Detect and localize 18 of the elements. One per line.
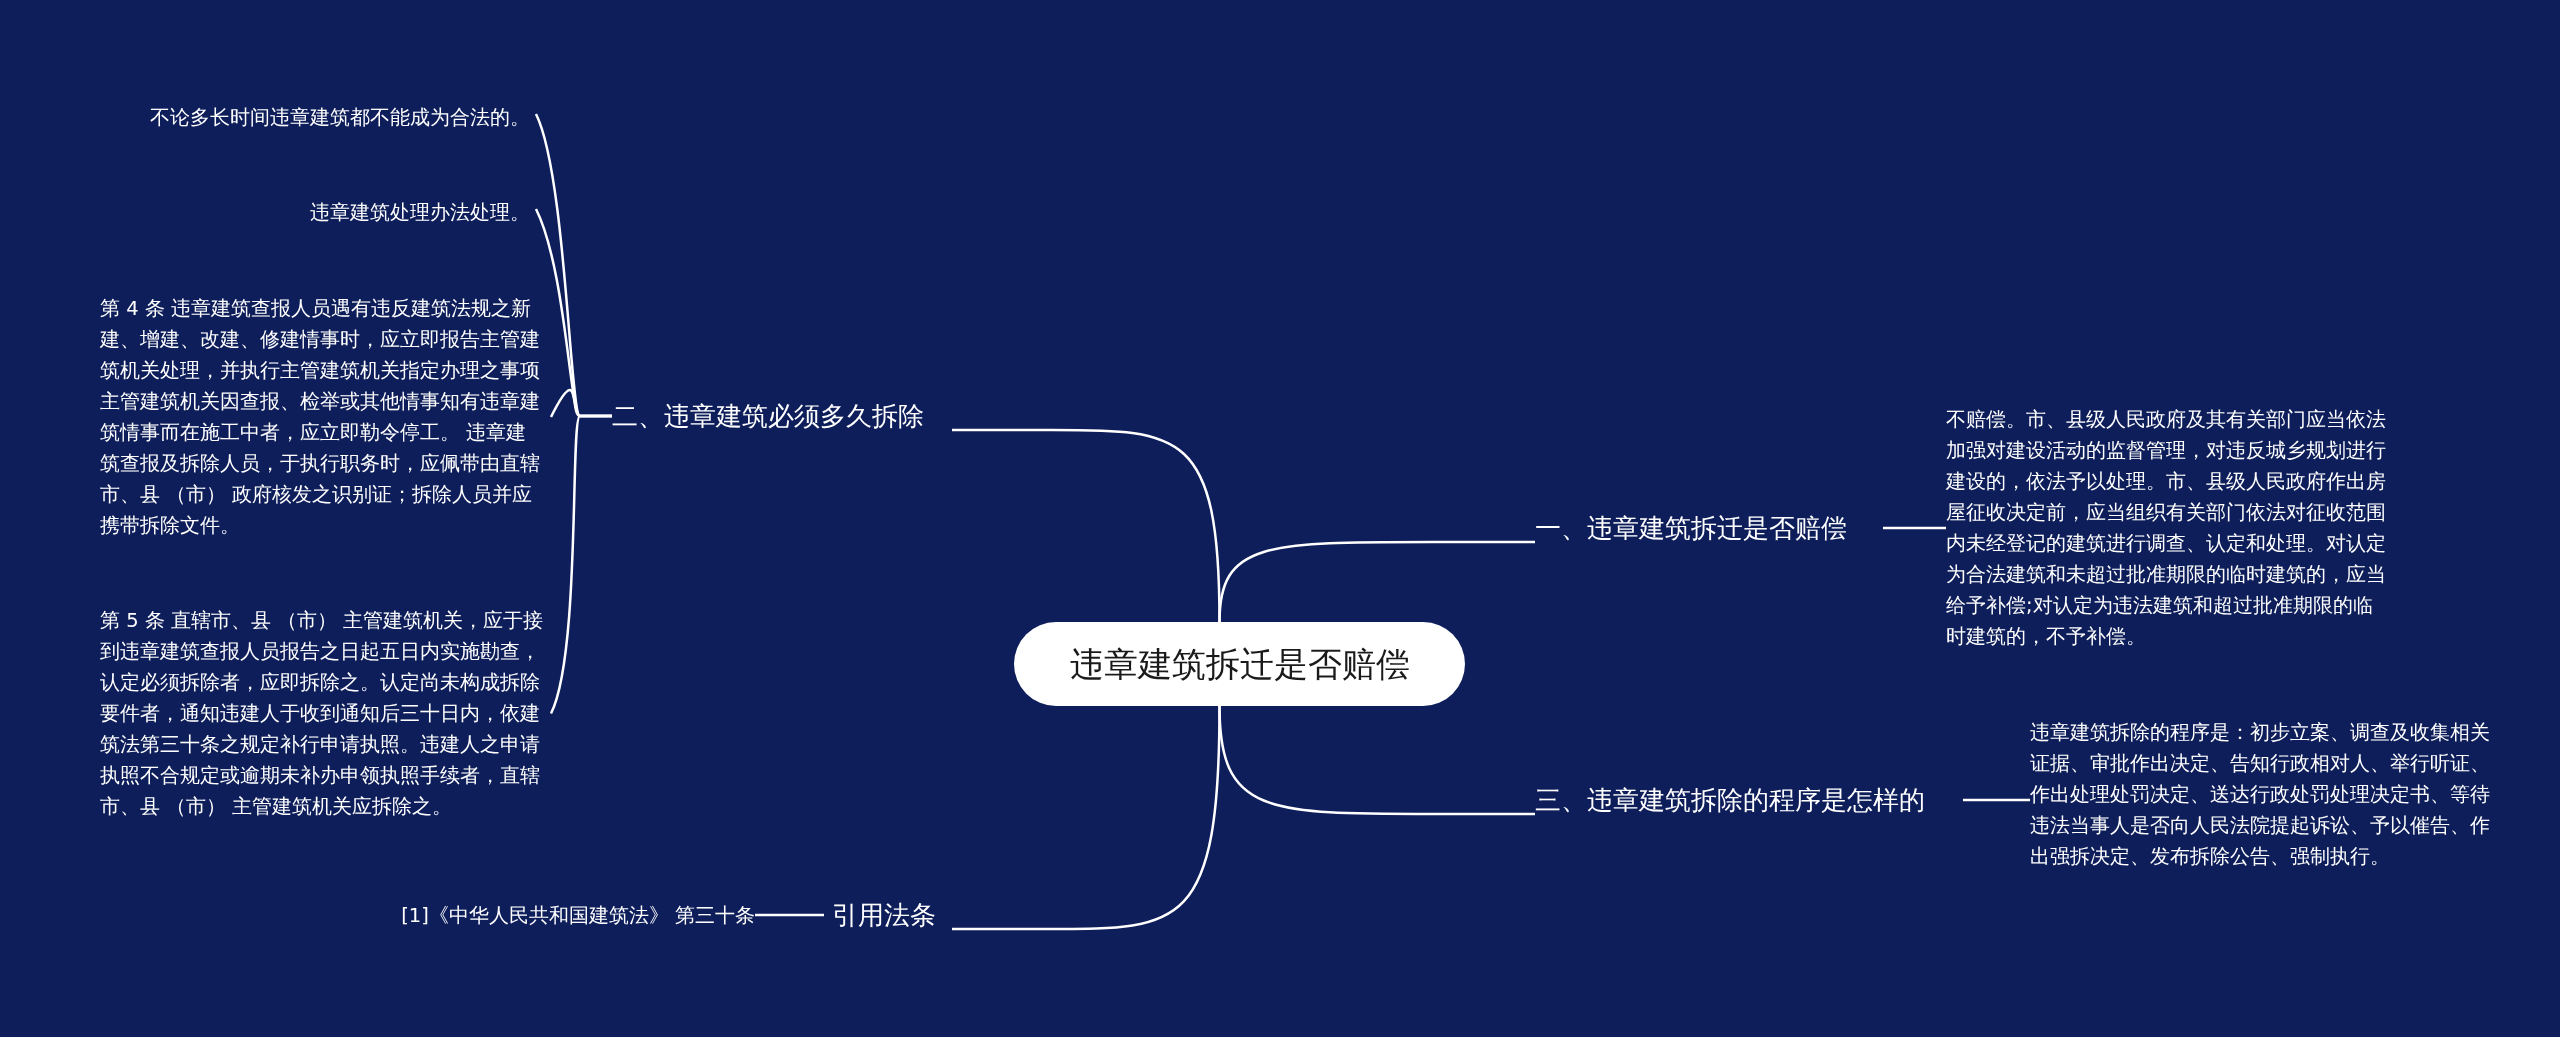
branch-label: 一、违章建筑拆迁是否赔偿: [1535, 510, 1875, 546]
note-text: 第 4 条 违章建筑查报人员遇有违反建筑法规之新建、增建、改建、修建情事时，应立即报告主管建筑机关处理，并执行主管建筑机关指定办理之事项主管建筑机关因查报、检举或其他情事知有违章建筑情事而在施工中者，应立即勒令停工。 违章建筑查报及拆除人员，于执行职务时，应佩带由直辖市、县 （市） 政府核发之识别证；拆除人员并应携带拆除文件。: [100, 293, 545, 541]
topic-pill: 违章建筑拆迁是否赔偿: [1014, 622, 1465, 706]
note-text: 不赔偿。市、县级人民政府及其有关部门应当依法加强对建设活动的监督管理，对违反城乡规划进行建设的，依法予以处理。市、县级人民政府作出房屋征收决定前，应当组织有关部门依法对征收范围内未经登记的建筑进行调查、认定和处理。对认定为合法建筑和未超过批准期限的临时建筑的，应当给予补偿;对认定为违法建筑和超过批准期限的临时建筑的，不予补偿。: [1946, 404, 2388, 652]
connector-line: [549, 414, 612, 714]
connector-line: [952, 428, 1221, 623]
connector-line: [1963, 798, 2030, 802]
note-text: [1]《中华人民共和国建筑法》 第三十条: [300, 900, 755, 931]
branch-label: 引用法条: [832, 897, 952, 933]
connector-line: [755, 913, 824, 917]
connector-line: [1883, 526, 1946, 530]
connector-line: [952, 705, 1221, 931]
note-text: 第 5 条 直辖市、县 （市） 主管建筑机关，应于接到违章建筑查报人员报告之日起五日内实施勘查，认定必须拆除者，应即拆除之。认定尚未构成拆除要件者，通知违建人于收到通知后三十日内，依建筑法第三十条之规定补行申请执照。违建人之申请执照不合规定或逾期未补办申领执照手续者，直辖市、县 （市） 主管建筑机关应拆除之。: [100, 605, 545, 822]
note-text: 不论多长时间违章建筑都不能成为合法的。: [100, 102, 530, 133]
branch-label: 二、违章建筑必须多久拆除: [612, 398, 952, 434]
note-text: 违章建筑处理办法处理。: [100, 197, 530, 228]
note-text: 违章建筑拆除的程序是：初步立案、调查及收集相关证据、审批作出决定、告知行政相对人、举行听证、作出处理处罚决定、送达行政处罚处理决定书、等待违法当事人是否向人民法院提起诉讼、予以催告、作出强拆决定、发布拆除公告、强制执行。: [2030, 717, 2508, 872]
branch-label: 三、违章建筑拆除的程序是怎样的: [1535, 782, 1955, 818]
